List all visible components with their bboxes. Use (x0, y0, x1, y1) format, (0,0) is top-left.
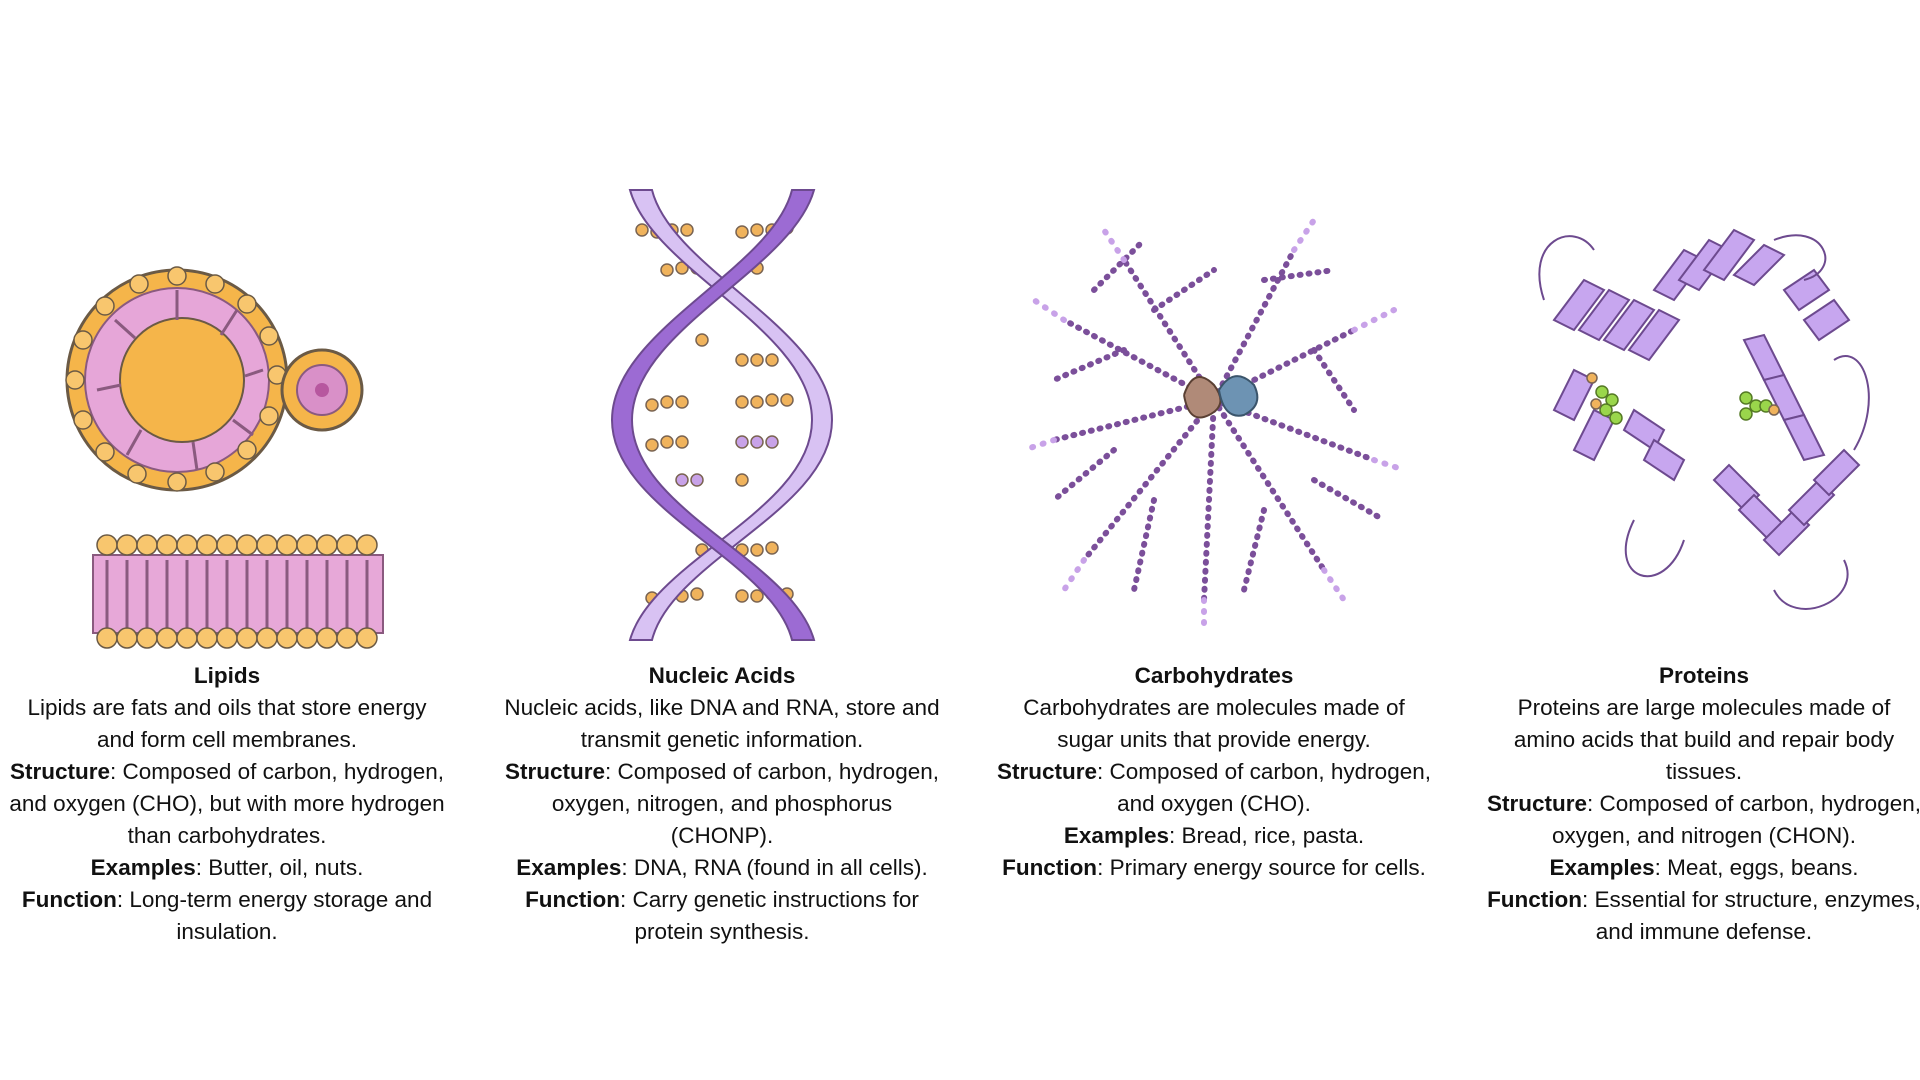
nucleic-acids-function-value: : Carry genetic instructions for protein… (620, 887, 919, 944)
proteins-structure-value: : Composed of carbon, hydrogen, oxygen, … (1552, 791, 1920, 848)
structure-label: Structure (997, 759, 1098, 784)
protein-ribbon-illustration (1484, 180, 1920, 660)
lipids-text: Lipids Lipids are fats and oils that sto… (7, 660, 447, 948)
examples-label: Examples (1063, 823, 1169, 848)
proteins-title: Proteins (1658, 663, 1750, 688)
card-carbohydrates: Carbohydrates Carbohydrates are molecule… (994, 180, 1434, 884)
protein-ligands (1595, 385, 1773, 425)
proteins-text: Proteins Proteins are large molecules ma… (1484, 660, 1920, 948)
nucleic-acids-examples-value: : DNA, RNA (found in all cells). (621, 855, 928, 880)
protein-ligand-atoms (1586, 372, 1780, 416)
examples-label: Examples (516, 855, 622, 880)
proteins-description: Proteins are large molecules made of ami… (1513, 695, 1895, 784)
lipid-membrane-illustration (7, 180, 447, 660)
glycogen-branches (1051, 237, 1387, 603)
nucleic-acids-structure: Structure: Composed of carbon, hydrogen,… (502, 756, 942, 852)
structure-label: Structure (1487, 791, 1588, 816)
examples-label: Examples (1549, 855, 1655, 880)
dna-helix-icon (610, 189, 834, 641)
carbohydrates-function-value: : Primary energy source for cells. (1097, 855, 1426, 880)
nucleic-acids-structure-value: : Composed of carbon, hydrogen, oxygen, … (551, 759, 939, 848)
lipids-structure-value: : Composed of carbon, hydrogen, and oxyg… (9, 759, 445, 848)
lipids-examples-value: : Butter, oil, nuts. (195, 855, 364, 880)
proteins-structure: Structure: Composed of carbon, hydrogen,… (1484, 788, 1920, 852)
card-lipids: Lipids Lipids are fats and oils that sto… (7, 180, 447, 948)
glycogenin-core (1183, 375, 1259, 419)
nucleic-acids-description: Nucleic acids, like DNA and RNA, store a… (504, 695, 940, 752)
proteins-function-value: : Essential for structure, enzymes, and … (1582, 887, 1920, 944)
card-proteins: Proteins Proteins are large molecules ma… (1484, 180, 1920, 948)
lipids-examples: Examples: Butter, oil, nuts. (7, 852, 447, 884)
carbohydrates-function: Function: Primary energy source for cell… (994, 852, 1434, 884)
card-nucleic-acids: Nucleic Acids Nucleic acids, like DNA an… (502, 180, 942, 948)
lipids-function-value: : Long-term energy storage and insulatio… (116, 887, 433, 944)
lipids-description: Lipids are fats and oils that store ener… (27, 695, 427, 752)
glycogen-outer-dots (1021, 217, 1407, 633)
function-label: Function (1487, 887, 1583, 912)
function-label: Function (525, 887, 621, 912)
protein-helices (1552, 228, 1861, 557)
proteins-function: Function: Essential for structure, enzym… (1484, 884, 1920, 948)
lipid-membrane-icon (65, 266, 384, 649)
carbohydrates-text: Carbohydrates Carbohydrates are molecule… (994, 660, 1434, 884)
carbohydrates-structure-value: : Composed of carbon, hydrogen, and oxyg… (1097, 759, 1431, 816)
proteins-examples: Examples: Meat, eggs, beans. (1484, 852, 1920, 884)
carbohydrates-title: Carbohydrates (1134, 663, 1294, 688)
lipids-title: Lipids (193, 663, 261, 688)
nucleic-acids-examples: Examples: DNA, RNA (found in all cells). (502, 852, 942, 884)
structure-label: Structure (10, 759, 111, 784)
carbohydrates-examples-value: : Bread, rice, pasta. (1168, 823, 1365, 848)
dna-double-helix-illustration (502, 180, 942, 660)
dna-strands (610, 189, 834, 641)
protein-ribbon-icon (1538, 228, 1870, 610)
function-label: Function (1002, 855, 1098, 880)
glycogen-branch-illustration (994, 180, 1434, 660)
carbohydrates-examples: Examples: Bread, rice, pasta. (994, 820, 1434, 852)
function-label: Function (21, 887, 117, 912)
glycogen-icon (1021, 217, 1407, 633)
examples-label: Examples (90, 855, 196, 880)
lipids-function: Function: Long-term energy storage and i… (7, 884, 447, 948)
protein-loops (1538, 234, 1870, 610)
carbohydrates-structure: Structure: Composed of carbon, hydrogen,… (994, 756, 1434, 820)
nucleic-acids-title: Nucleic Acids (648, 663, 796, 688)
micelle-shape (280, 348, 364, 432)
proteins-examples-value: : Meat, eggs, beans. (1654, 855, 1859, 880)
lipid-bilayer-shape (92, 534, 384, 649)
carbohydrates-description: Carbohydrates are molecules made of suga… (1023, 695, 1405, 752)
nucleic-acids-text: Nucleic Acids Nucleic acids, like DNA an… (502, 660, 942, 948)
nucleic-acids-function: Function: Carry genetic instructions for… (502, 884, 942, 948)
lipids-structure: Structure: Composed of carbon, hydrogen,… (7, 756, 447, 852)
liposome-shape (65, 266, 289, 492)
structure-label: Structure (505, 759, 606, 784)
